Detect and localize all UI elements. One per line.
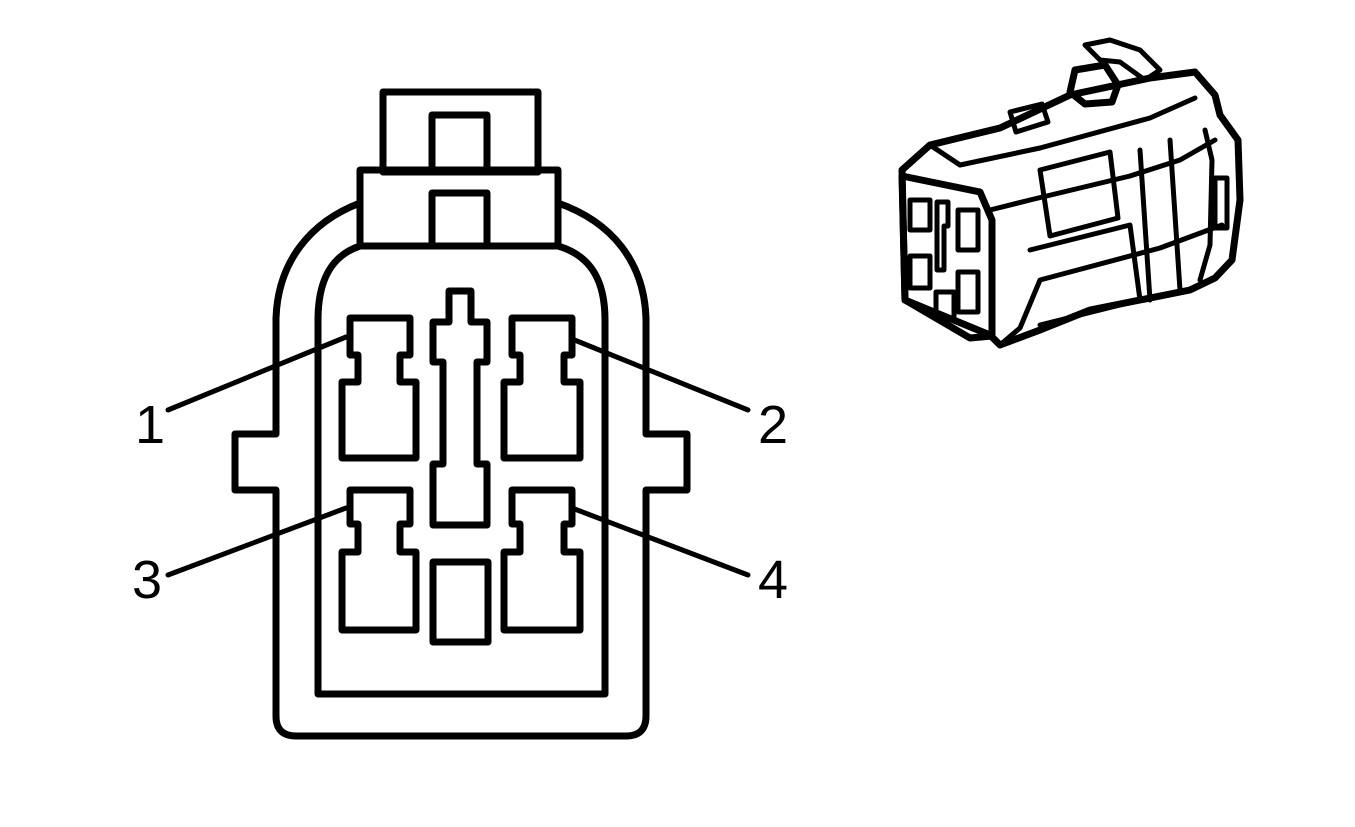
iso-front-face: [898, 172, 996, 342]
pin-label-2: 2: [758, 395, 788, 455]
terminal-cavity-1: [338, 314, 420, 462]
pin-label-3: 3: [132, 550, 162, 610]
bottom-center-cavity: [429, 558, 492, 646]
locking-tab: [356, 88, 562, 250]
leader-line-1: [165, 334, 349, 413]
leader-line-4: [569, 505, 751, 578]
center-key: [429, 287, 491, 529]
outer-housing: [231, 199, 691, 740]
terminal-cavity-2: [500, 314, 584, 462]
iso-latch: [1066, 61, 1122, 108]
terminal-cavity-3: [338, 486, 420, 634]
pin-label-4: 4: [758, 550, 788, 610]
pin-labels: 1 2 3 4: [132, 395, 788, 610]
leader-lines: [165, 334, 751, 578]
leader-line-2: [569, 336, 751, 413]
connector-face: [231, 88, 691, 740]
inner-housing: [314, 242, 609, 698]
connector-isometric-view: [898, 37, 1244, 349]
leader-line-3: [165, 505, 349, 578]
terminal-cavity-4: [500, 486, 584, 634]
pin-label-1: 1: [135, 395, 165, 455]
